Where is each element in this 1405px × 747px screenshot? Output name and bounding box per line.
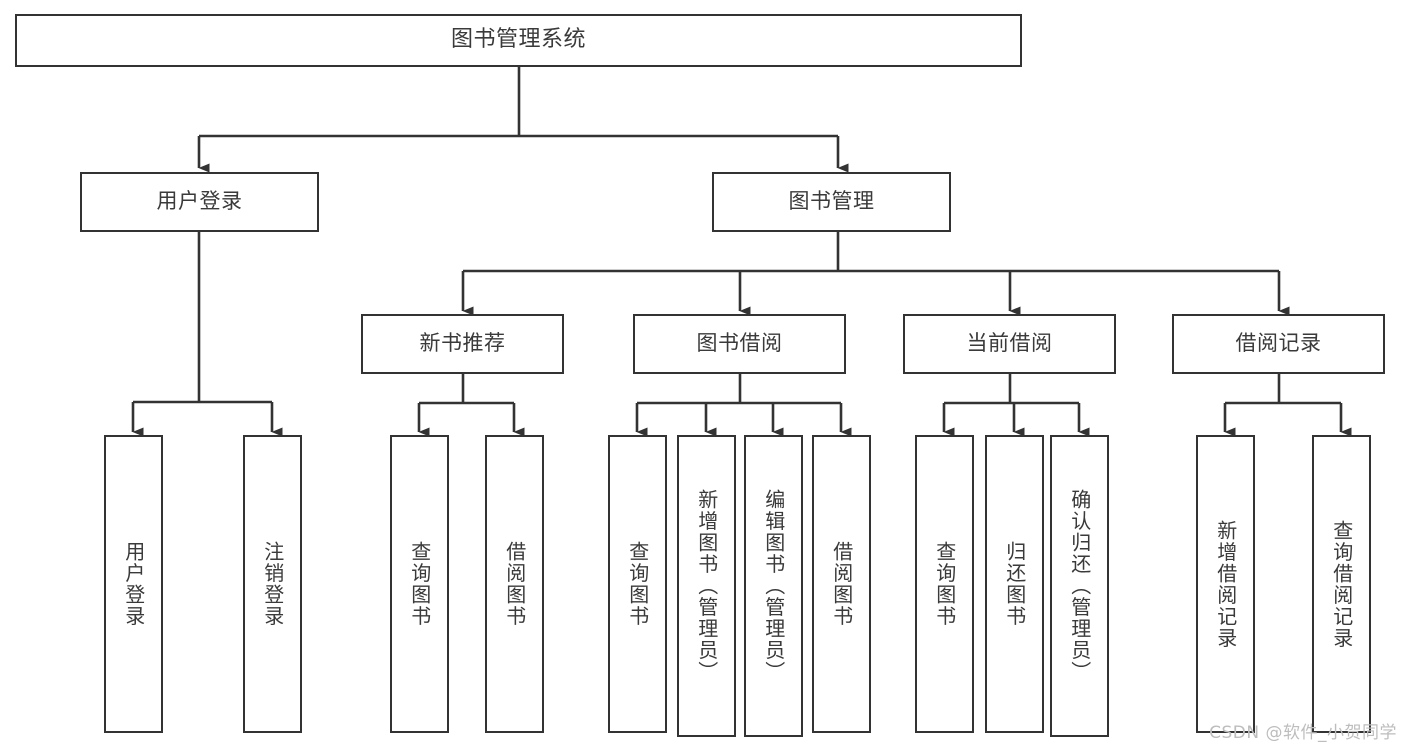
node-label: 当前借阅 xyxy=(966,331,1053,356)
node-label: 注销登录 xyxy=(260,541,285,627)
node-label: 用户登录 xyxy=(156,189,243,214)
node-label: 查询图书 xyxy=(407,541,432,627)
leaf-add-borrow-record[interactable]: 新增借阅记录 xyxy=(1196,435,1255,733)
leaf-borrow-book-2[interactable]: 借阅图书 xyxy=(812,435,871,733)
node-label: 借阅图书 xyxy=(502,541,527,627)
node-label: 图书管理 xyxy=(788,189,875,214)
leaf-logout[interactable]: 注销登录 xyxy=(243,435,302,733)
node-label: 图书借阅 xyxy=(696,331,783,356)
node-current-borrow[interactable]: 当前借阅 xyxy=(903,314,1116,374)
node-label: 确认归还（管理员） xyxy=(1067,489,1092,683)
leaf-borrow-book-1[interactable]: 借阅图书 xyxy=(485,435,544,733)
node-label: 编辑图书（管理员） xyxy=(761,489,786,683)
node-label: 新增借阅记录 xyxy=(1213,519,1238,649)
node-book-management[interactable]: 图书管理 xyxy=(712,172,951,232)
leaf-return-book[interactable]: 归还图书 xyxy=(985,435,1044,733)
node-root-system[interactable]: 图书管理系统 xyxy=(15,14,1022,67)
node-user-login[interactable]: 用户登录 xyxy=(80,172,319,232)
node-book-borrow[interactable]: 图书借阅 xyxy=(633,314,846,374)
leaf-query-book-3[interactable]: 查询图书 xyxy=(915,435,974,733)
node-label: 借阅记录 xyxy=(1235,331,1322,356)
leaf-query-book-1[interactable]: 查询图书 xyxy=(390,435,449,733)
leaf-confirm-return-admin[interactable]: 确认归还（管理员） xyxy=(1050,435,1109,737)
leaf-edit-book-admin[interactable]: 编辑图书（管理员） xyxy=(744,435,803,737)
node-label: 新书推荐 xyxy=(419,331,506,356)
leaf-user-login[interactable]: 用户登录 xyxy=(104,435,163,733)
node-new-book-recommend[interactable]: 新书推荐 xyxy=(361,314,564,374)
node-label: 新增图书（管理员） xyxy=(694,489,719,683)
node-label: 查询借阅记录 xyxy=(1329,519,1354,649)
node-label: 查询图书 xyxy=(625,541,650,627)
csdn-watermark: CSDN @软件_小贺同学 xyxy=(1209,723,1397,743)
node-label: 用户登录 xyxy=(121,541,146,627)
leaf-add-book-admin[interactable]: 新增图书（管理员） xyxy=(677,435,736,737)
node-label: 借阅图书 xyxy=(829,541,854,627)
leaf-query-borrow-record[interactable]: 查询借阅记录 xyxy=(1312,435,1371,733)
node-borrow-record[interactable]: 借阅记录 xyxy=(1172,314,1385,374)
node-label: 查询图书 xyxy=(932,541,957,627)
node-label: 归还图书 xyxy=(1002,541,1027,627)
node-label: 图书管理系统 xyxy=(450,27,586,53)
leaf-query-book-2[interactable]: 查询图书 xyxy=(608,435,667,733)
